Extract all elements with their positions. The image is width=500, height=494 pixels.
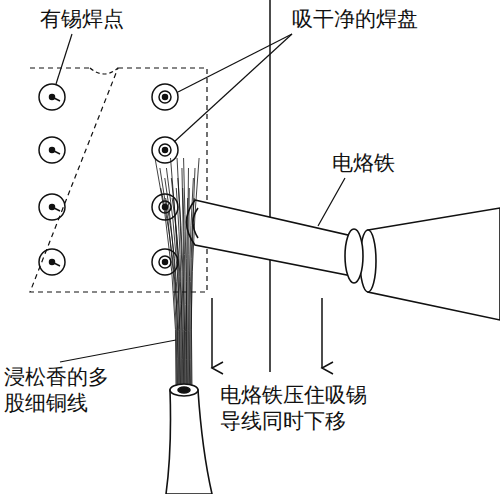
leader-lines xyxy=(56,34,345,362)
label-text: 电烙铁 xyxy=(330,150,397,176)
label-text: 浸松香的多 股细铜线 xyxy=(2,364,119,417)
solder-pads xyxy=(39,84,178,275)
label-text: 有锡焊点 xyxy=(38,6,126,32)
label-text: 电烙铁压住吸锡 导线同时下移 xyxy=(218,382,377,435)
down-arrows xyxy=(212,298,322,368)
copper-strands xyxy=(155,158,199,388)
wire-insulation xyxy=(166,384,212,494)
soldering-iron xyxy=(187,200,500,320)
label-text: 吸干净的焊盘 xyxy=(290,6,420,32)
board-edge xyxy=(269,0,271,372)
